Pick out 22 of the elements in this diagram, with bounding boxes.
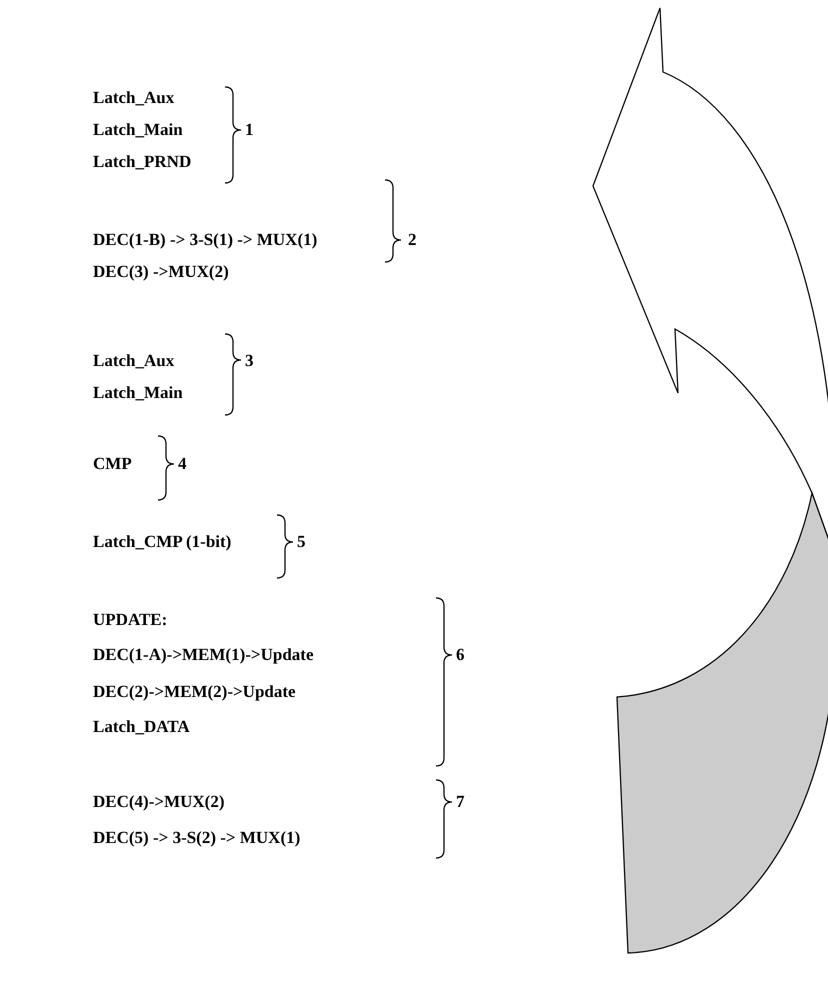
step-number: 1 bbox=[245, 120, 254, 140]
step-number: 3 bbox=[245, 351, 254, 371]
step-text: Latch_CMP (1-bit) bbox=[93, 532, 232, 552]
step-number: 5 bbox=[297, 532, 306, 552]
step-text: DEC(4)->MUX(2) bbox=[93, 792, 224, 812]
step-number: 2 bbox=[408, 230, 416, 250]
step-text: Latch_Main bbox=[93, 120, 183, 140]
step-text: Latch_Aux bbox=[93, 351, 174, 371]
step-text: UPDATE: bbox=[93, 610, 168, 630]
step-text: DEC(1-A)->MEM(1)->Update bbox=[93, 645, 314, 665]
step-text: Latch_Aux bbox=[93, 88, 174, 108]
step-text: DEC(1-B) -> 3-S(1) -> MUX(1) bbox=[93, 230, 318, 250]
step-number: 6 bbox=[456, 645, 464, 665]
step-text: CMP bbox=[93, 454, 132, 474]
step-text: DEC(2)->MEM(2)->Update bbox=[93, 682, 296, 702]
step-text: Latch_DATA bbox=[93, 717, 190, 737]
step-number: 7 bbox=[456, 792, 464, 812]
step-text: DEC(5) -> 3-S(2) -> MUX(1) bbox=[93, 828, 300, 848]
step-number: 4 bbox=[178, 454, 186, 474]
step-text: Latch_PRND bbox=[93, 152, 192, 172]
step-text: Latch_Main bbox=[93, 383, 183, 403]
step-text: DEC(3) ->MUX(2) bbox=[93, 262, 229, 282]
